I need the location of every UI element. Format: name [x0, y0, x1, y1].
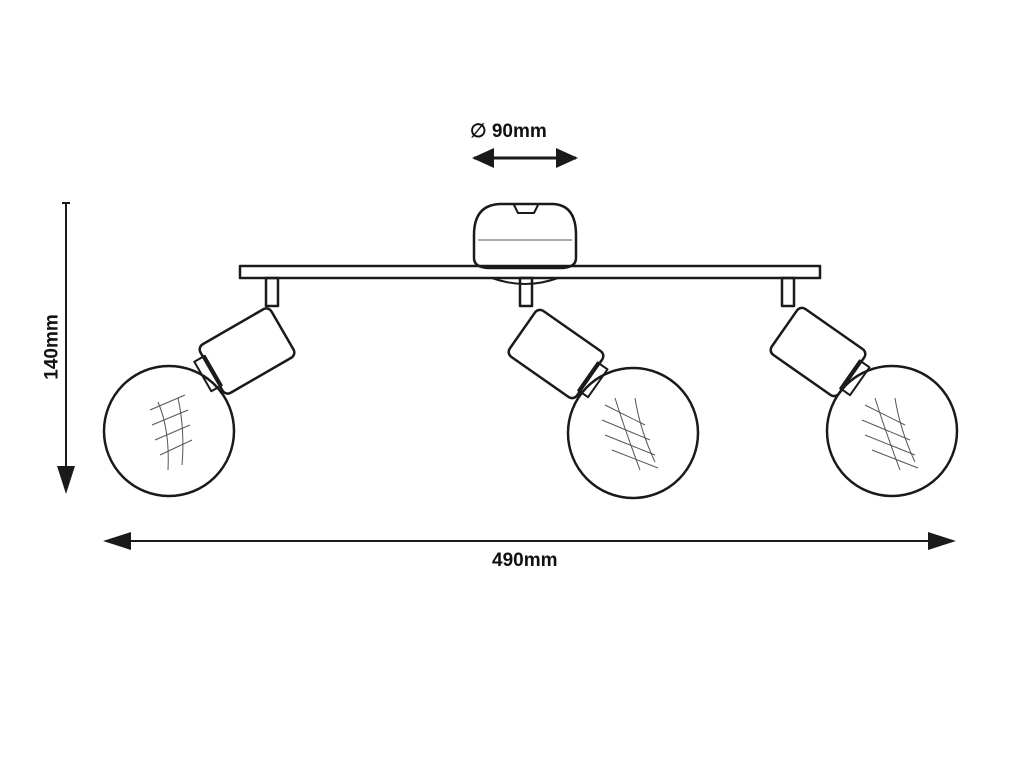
height-label: 140mm — [41, 314, 63, 380]
diameter-arrow — [472, 148, 578, 168]
ceiling-canopy — [472, 202, 578, 270]
spotlight-left — [102, 276, 296, 498]
diameter-label: ∅ 90mm — [470, 121, 547, 142]
width-arrow — [103, 532, 956, 550]
spotlight-middle — [507, 276, 700, 500]
height-arrow — [57, 202, 75, 494]
width-label: 490mm — [492, 550, 558, 571]
spotlight-right — [769, 276, 959, 498]
